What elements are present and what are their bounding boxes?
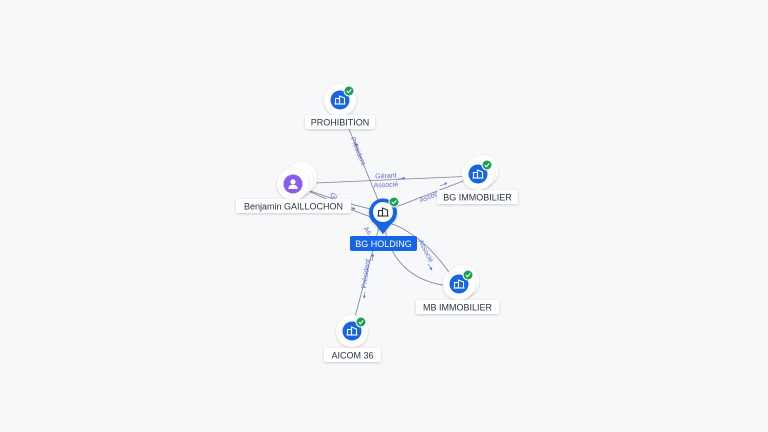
node-aicom-36[interactable] — [336, 315, 368, 347]
arrow-to-mb-immobilier — [427, 263, 433, 271]
label-box-prohibition — [305, 115, 375, 129]
edge-label-president-top: Président — [349, 136, 367, 166]
node-label-prohibition: PROHIBITION — [311, 118, 370, 128]
node-bg-holding[interactable] — [369, 196, 400, 234]
edge-label-gi-partial: Gi — [329, 192, 339, 201]
node-benjamin-gaillochon[interactable] — [277, 162, 317, 200]
check-badge-icon — [388, 196, 400, 208]
building-icon — [472, 169, 484, 179]
label-box-aicom-36 — [324, 348, 381, 362]
building-icon — [377, 207, 389, 217]
check-badge-icon — [481, 159, 493, 171]
building-icon — [346, 326, 358, 336]
node-prohibition[interactable] — [324, 84, 356, 116]
edge-label-as-partial: As — [362, 226, 373, 237]
label-box-bg-holding — [350, 236, 417, 251]
check-badge-icon — [462, 269, 474, 281]
edge-person-bg-immobilier[interactable] — [292, 175, 477, 185]
user-icon — [288, 179, 298, 189]
label-box-benjamin-gaillochon — [236, 199, 351, 213]
arrow-to-bg-immobilier-top — [397, 176, 406, 180]
check-badge-icon — [343, 85, 355, 97]
label-box-mb-immobilier — [416, 300, 499, 314]
edge-bg-holding-bg-immobilier[interactable] — [382, 175, 477, 213]
edge-label-president-bottom: Président — [361, 259, 372, 289]
building-icon — [334, 95, 346, 105]
arrow-to-bg-holding-bottom — [371, 253, 375, 262]
node-label-mb-immobilier: MB IMMOBILIER — [423, 303, 493, 313]
node-label-aicom-36: AICOM 36 — [331, 351, 373, 361]
node-label-benjamin-gaillochon: Benjamin GAILLOCHON — [244, 202, 343, 212]
building-icon — [453, 279, 465, 289]
node-label-bg-immobilier: BG IMMOBILIER — [443, 193, 512, 203]
edge-label-associe-top: Associé — [373, 181, 398, 189]
node-label-bg-holding: BG HOLDING — [355, 239, 412, 249]
arrow-to-prohibition — [355, 142, 359, 151]
check-badge-icon — [355, 316, 367, 328]
arrow-from-aicom — [362, 291, 366, 299]
node-bg-immobilier[interactable] — [462, 155, 498, 190]
node-mb-immobilier[interactable] — [443, 265, 479, 300]
arrow-to-bg-immobilier-bg — [439, 182, 448, 187]
label-box-bg-immobilier — [437, 190, 518, 204]
edge-aicom-bg-holding[interactable] — [350, 211, 384, 333]
edge-label-gerant: Gérant — [375, 172, 397, 180]
